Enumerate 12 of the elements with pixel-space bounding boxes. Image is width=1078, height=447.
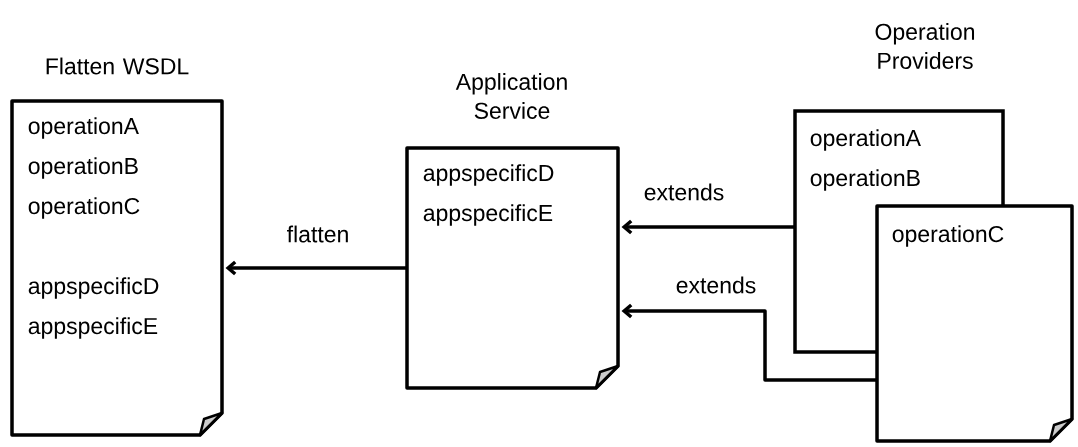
arrow	[621, 219, 795, 235]
node-label: Flatten WSDL	[46, 57, 189, 75]
document-box: operationC	[875, 204, 1074, 443]
arrow	[621, 303, 877, 382]
edge-label: extends	[642, 182, 726, 202]
document-box: Application Service appspecificD appspecificE	[405, 73, 620, 390]
document-box: Flatten WSDL operationA operationB operationC appspecificD appspecificE	[10, 57, 224, 437]
node-label: Application Service	[455, 73, 567, 119]
edge-label: flatten	[285, 224, 351, 244]
node-label: Operation Providers	[875, 23, 975, 69]
edge-label: extends	[674, 275, 758, 295]
arrow	[225, 260, 407, 276]
